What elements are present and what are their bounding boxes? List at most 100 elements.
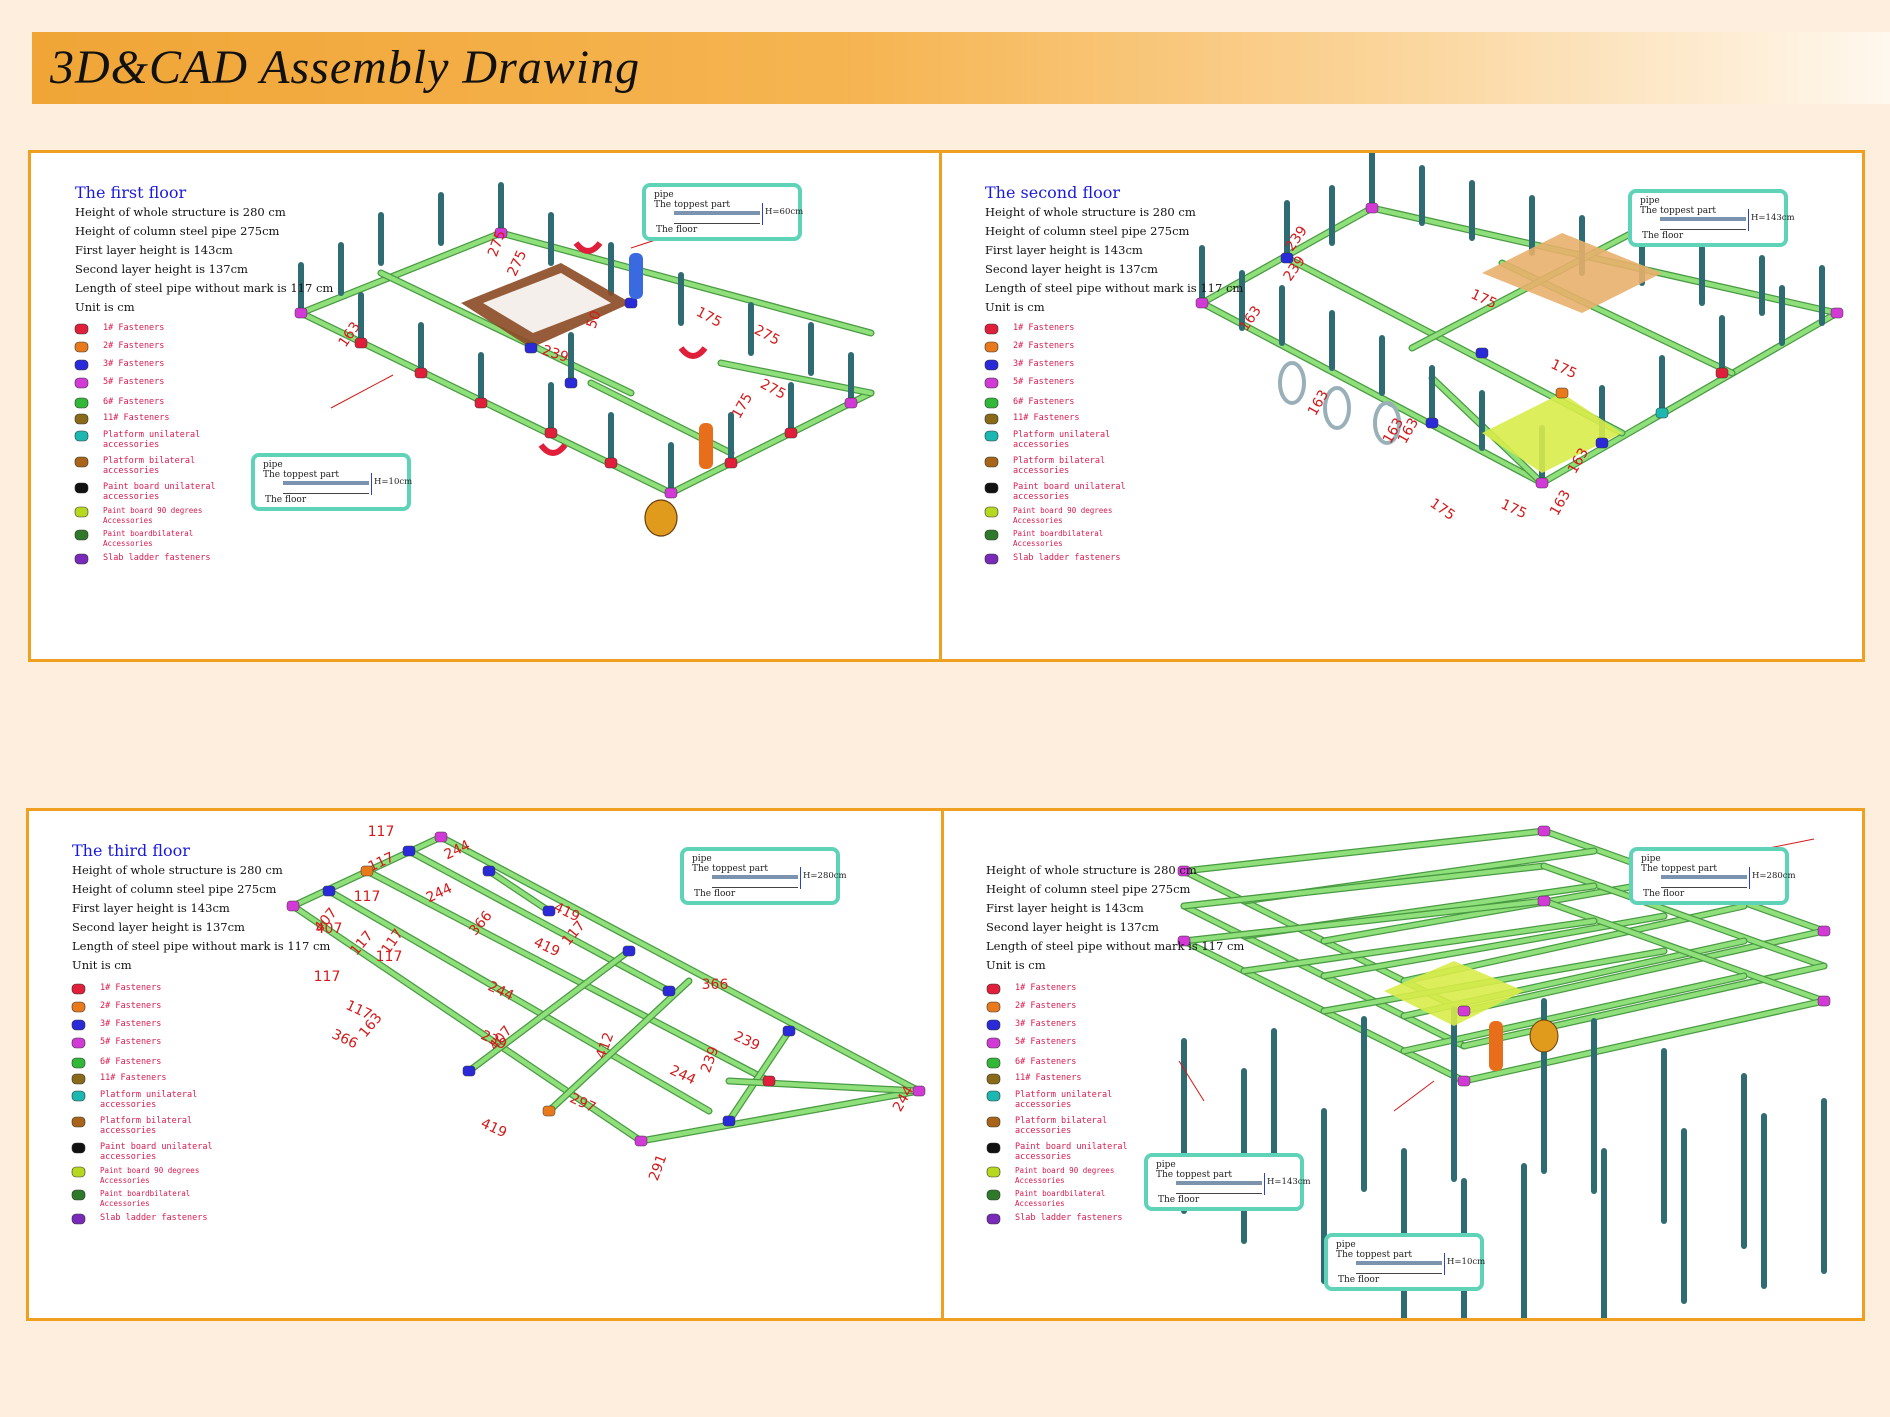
callout-height: H=10cm xyxy=(374,477,413,487)
dimension-label: 407 xyxy=(316,921,343,937)
pipe-bar xyxy=(712,875,798,879)
legend-label-line: Platform unilateral xyxy=(1013,430,1111,440)
legend-label-line: accessories xyxy=(1015,1126,1072,1136)
floor-line xyxy=(1356,1273,1442,1274)
fastener-3-icon xyxy=(70,1019,88,1031)
dimension-label: 239 xyxy=(540,342,570,365)
legend-label: 5# Fasteners xyxy=(103,377,164,387)
legend-label-line: Paint boardbilateral xyxy=(1015,1189,1106,1198)
legend-label-line: 5# Fasteners xyxy=(103,377,165,387)
paint-board-90-icon xyxy=(70,1166,88,1178)
fastener-2-icon xyxy=(985,1001,1003,1013)
legend-item: 1# Fasteners xyxy=(985,983,1076,995)
fastener xyxy=(1715,367,1729,379)
fastener xyxy=(1365,202,1379,214)
legend-label-line: Paint boardbilateral xyxy=(100,1189,191,1198)
legend-label-line: Paint board unilateral xyxy=(1015,1142,1128,1152)
spec-list: Height of whole structure is 280 cm Heig… xyxy=(72,861,330,975)
legend-item: Slab ladder fasteners xyxy=(985,1213,1122,1225)
legend-item: 11# Fasteners xyxy=(983,413,1080,425)
fastener xyxy=(1425,417,1439,429)
legend-label-line: accessories xyxy=(1013,440,1070,450)
fastener xyxy=(1177,935,1191,947)
paint-board-unilateral-icon xyxy=(70,1142,88,1154)
fastener-5-icon xyxy=(73,377,91,389)
dimension-label: 117 xyxy=(314,969,341,985)
legend-label-line: 2# Fasteners xyxy=(1013,341,1075,351)
floor-line xyxy=(674,223,760,224)
legend-label: 3# Fasteners xyxy=(103,359,164,369)
paint-board-unilateral-icon xyxy=(985,1142,1003,1154)
legend-item: 1# Fasteners xyxy=(983,323,1074,335)
legend-item: 5# Fasteners xyxy=(983,377,1074,389)
callout-floor-label: The floor xyxy=(1643,889,1685,899)
legend-label: 1# Fasteners xyxy=(103,323,164,333)
legend-label-line: 5# Fasteners xyxy=(100,1037,162,1047)
net-floor xyxy=(1482,393,1622,473)
legend-label-line: 5# Fasteners xyxy=(1015,1037,1077,1047)
legend-label: 2# Fasteners xyxy=(1015,1001,1076,1011)
callout-top-label: The toppest part xyxy=(263,470,340,480)
fastener xyxy=(286,900,300,912)
leader-line xyxy=(1178,1060,1205,1102)
callout-floor-label: The floor xyxy=(1642,231,1684,241)
fastener-5-icon xyxy=(70,1037,88,1049)
spec-list: Height of whole structure is 280 cm Heig… xyxy=(985,203,1243,317)
fastener xyxy=(1817,995,1831,1007)
dimension-label: 175 xyxy=(729,390,756,421)
legend-item: 6# Fasteners xyxy=(983,397,1074,409)
fastener xyxy=(1457,1005,1471,1017)
platform-unilateral-icon xyxy=(983,430,1001,442)
dimension-label: 239 xyxy=(731,1028,762,1054)
rail-pipe-highlight xyxy=(1181,828,1547,874)
platform-bilateral-icon xyxy=(985,1116,1003,1128)
legend-item: 1# Fasteners xyxy=(70,983,161,995)
fastener xyxy=(604,457,618,469)
legend-label-line: Slab ladder fasteners xyxy=(1015,1213,1123,1223)
fastener xyxy=(1817,925,1831,937)
spec-line: Length of steel pipe without mark is 117… xyxy=(72,939,331,953)
fastener xyxy=(1280,252,1294,264)
legend-label-line: Accessories xyxy=(103,539,153,548)
rail-pipe-highlight xyxy=(1241,918,1597,974)
spec-line: Unit is cm xyxy=(75,300,135,314)
legend-label-line: Paint board unilateral xyxy=(1013,482,1126,492)
pipe-bar xyxy=(1176,1181,1262,1185)
legend-item: Slab ladder fasteners xyxy=(983,553,1120,565)
column-pad-icon xyxy=(629,253,643,299)
slab-ladder-icon xyxy=(983,553,1001,565)
header-banner: 3D&CAD Assembly Drawing xyxy=(32,32,1890,104)
legend-label: Slab ladder fasteners xyxy=(100,1213,207,1223)
height-callout: pipe The toppest part H=10cm The floor xyxy=(1324,1233,1485,1291)
legend-label-line: Accessories xyxy=(103,516,153,525)
legend-item: 6# Fasteners xyxy=(985,1057,1076,1069)
legend-label-line: 1# Fasteners xyxy=(103,323,165,333)
dimension-label: 175 xyxy=(693,304,724,331)
fastener xyxy=(912,1085,926,1097)
legend-item: Slab ladder fasteners xyxy=(73,553,210,565)
panel-title: The second floor xyxy=(985,183,1121,202)
fastener-3-icon xyxy=(985,1019,1003,1031)
swing-seat-icon xyxy=(573,241,603,254)
dimension-label: 244 xyxy=(424,880,455,906)
rail-pipe-highlight xyxy=(668,390,874,496)
fastener-1-icon xyxy=(985,983,1003,995)
paint-board-unilateral-icon xyxy=(73,482,91,494)
callout-floor-label: The floor xyxy=(265,495,307,505)
rail-pipe-highlight xyxy=(546,978,692,1114)
callout-floor-label: The floor xyxy=(1158,1195,1200,1205)
rail-pipe-highlight xyxy=(498,230,874,336)
legend-label-line: accessories xyxy=(1015,1152,1072,1162)
